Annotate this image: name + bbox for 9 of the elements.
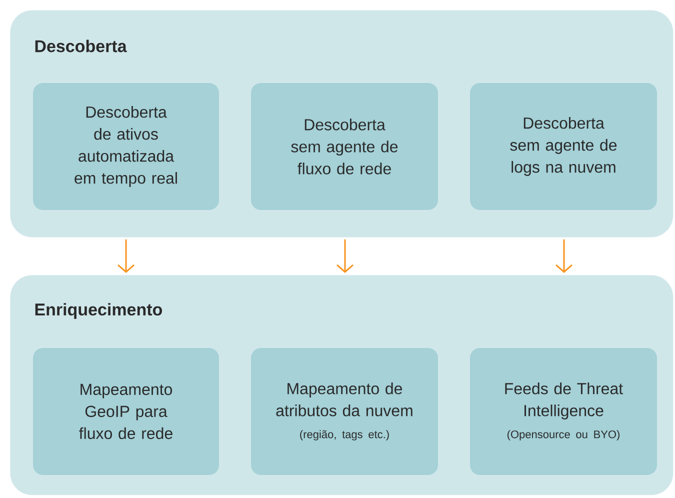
process-box: Descoberta sem agente de fluxo de rede <box>251 83 438 210</box>
process-box: Mapeamento GeoIP para fluxo de rede <box>33 348 219 475</box>
process-box: Descoberta de ativos automatizada em tempo real <box>33 83 219 210</box>
process-box: Mapeamento de atributos da nuvem (região, tags etc.) <box>251 348 438 475</box>
process-box: Feeds de Threat Intelligence (Opensource ou BYO) <box>470 348 657 475</box>
process-box: Descoberta sem agente de logs na nuvem <box>470 83 657 210</box>
arrow <box>336 239 354 273</box>
arrow <box>118 239 134 273</box>
arrow <box>556 239 572 273</box>
